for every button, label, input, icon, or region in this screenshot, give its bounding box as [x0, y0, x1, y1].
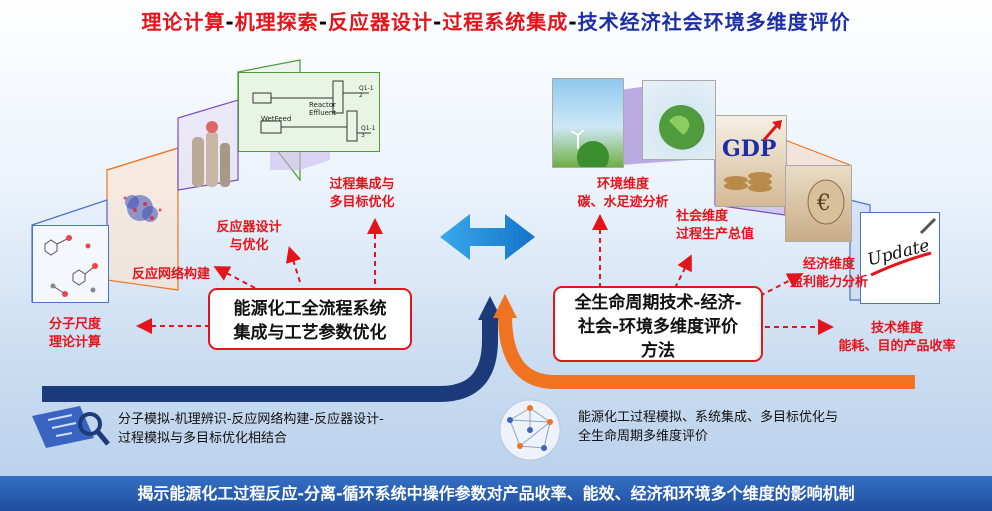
text-line: 社会维度 — [676, 209, 729, 224]
text-line: 3 — [361, 132, 365, 139]
reaction-network-cloud-icon — [123, 195, 162, 222]
title-part: 理论计算 — [141, 10, 226, 34]
title-part: 反应器设计 — [328, 10, 433, 34]
text-line: 理论计算 — [48, 335, 101, 350]
left-bottom-note: 分子模拟-机理辨识-反应网络构建-反应器设计- 过程模拟与多目标优化相结合 — [118, 410, 478, 448]
text-line: 过程集成与 — [329, 177, 395, 192]
environment-panel — [552, 78, 624, 168]
molecular-label: 分子尺度 理论计算 — [35, 316, 115, 352]
text-line: 分子尺度 — [48, 317, 101, 332]
reactor-design-label: 反应器设计 与优化 — [204, 219, 294, 255]
text-line: 能源化工全流程系统 — [233, 299, 387, 319]
process-integration-label: 过程集成与 多目标优化 — [312, 176, 412, 212]
gdp-panel: GDP — [715, 115, 787, 207]
text-line: 全生命周期多维度评价 — [578, 429, 709, 444]
molecule-structures-icon — [44, 235, 98, 297]
text-line: Q1-1 — [359, 85, 374, 92]
network-globe-icon — [499, 399, 561, 461]
reactor-effluent-label: Reactor Effluent — [309, 101, 336, 117]
text-line: 过程生产总值 — [676, 227, 755, 242]
text-line: 方法 — [641, 341, 675, 361]
q1-top-label: Q1-1 2 — [359, 85, 374, 99]
svg-text:€: € — [816, 191, 831, 216]
orange-curve-arrow — [498, 314, 915, 389]
text-line: 碳、水足迹分析 — [577, 195, 669, 210]
text-line: 能耗、目的产品收率 — [838, 339, 956, 354]
molecular-panel — [32, 225, 109, 303]
title-part: - — [318, 10, 328, 34]
text-line: 技术维度 — [870, 321, 923, 336]
reactor-tanks-icon — [192, 121, 230, 187]
title-part: - — [568, 10, 578, 34]
text-line: 环境维度 — [596, 177, 649, 192]
arrow-to-reactor — [285, 246, 302, 283]
text-line: Effluent — [309, 109, 337, 117]
right-bottom-note: 能源化工过程模拟、系统集成、多目标优化与 全生命周期多维度评价 — [578, 408, 958, 446]
gdp-text: GDP — [722, 136, 777, 162]
economic-label: 经济维度 盈利能力分析 — [774, 256, 884, 292]
left-main-box: 能源化工全流程系统 集成与工艺参数优化 — [208, 288, 412, 350]
title-part: 机理探索 — [234, 10, 319, 34]
technical-panel: Update — [860, 212, 940, 304]
coins-arrow-icon — [724, 120, 782, 192]
analysis-document-icon — [32, 406, 110, 448]
q1-bottom-label: Q1-1 3 — [361, 125, 376, 139]
text-line: 反应器设计 — [216, 220, 282, 235]
landscape-icon — [570, 129, 609, 167]
green-globe-icon — [659, 105, 703, 149]
economy-panel: € — [785, 165, 852, 242]
arrow-to-social — [674, 254, 692, 289]
network-label: 反应网络构建 — [132, 267, 211, 282]
text-line: 与优化 — [229, 238, 269, 253]
technical-label: 技术维度 能耗、目的产品收率 — [812, 320, 982, 356]
pencil-icon — [870, 217, 937, 277]
right-main-box: 全生命周期技术-经济- 社会-环境多维度评价 方法 — [553, 286, 763, 362]
text-line: 盈利能力分析 — [789, 275, 868, 290]
text-line: Reactor — [309, 101, 336, 109]
title-part: - — [225, 10, 235, 34]
text-line: 经济维度 — [802, 257, 855, 272]
title-part: 过程系统集成 — [442, 10, 569, 34]
bottom-banner: 揭示能源化工过程反应-分离-循环系统中操作参数对产品收率、能效、经济和环境多个维… — [0, 476, 992, 511]
text-line: 能源化工过程模拟、系统集成、多目标优化与 — [578, 410, 839, 425]
social-label: 社会维度 过程生产总值 — [676, 208, 786, 244]
flowsheet-panel: Reactor Effluent WetFeed Q1-1 2 Q1-1 3 — [238, 72, 380, 152]
wet-feed-label: WetFeed — [261, 115, 292, 123]
text-line: 过程模拟与多目标优化相结合 — [118, 431, 288, 446]
text-line: 多目标优化 — [329, 195, 395, 210]
globe-panel — [642, 80, 716, 160]
bidirectional-arrow-icon — [440, 214, 535, 260]
text-line: 集成与工艺参数优化 — [233, 323, 387, 343]
page-title: 理论计算-机理探索-反应器设计-过程系统集成-技术经济社会环境多维度评价 — [0, 6, 992, 35]
text-line: 2 — [359, 92, 363, 99]
navy-curve-arrow — [42, 318, 498, 402]
arrow-to-network — [213, 266, 256, 289]
flowsheet-diagram-icon — [252, 80, 371, 142]
text-line: 社会-环境多维度评价 — [577, 317, 739, 337]
title-part: - — [433, 10, 443, 34]
text-line: 分子模拟-机理辨识-反应网络构建-反应器设计- — [118, 412, 384, 427]
euro-coin-icon: € — [807, 179, 845, 225]
environment-label: 环境维度 碳、水足迹分析 — [558, 176, 688, 212]
title-part: 技术经济社会环境多维度评价 — [577, 10, 851, 34]
text-line: Q1-1 — [361, 125, 376, 132]
text-line: 全生命周期技术-经济- — [574, 293, 742, 313]
